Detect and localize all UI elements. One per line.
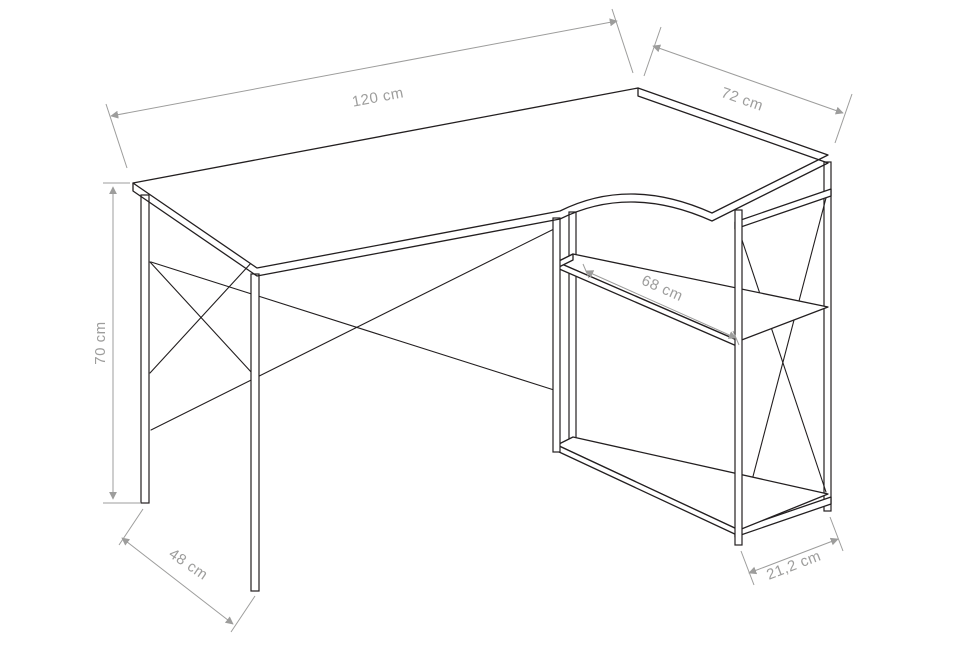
- dimension-left-depth: 48 cm: [118, 508, 256, 633]
- dimension-label-21-2cm: 21,2 cm: [764, 547, 823, 583]
- middle-shelf: [556, 253, 829, 348]
- dimension-label-70cm: 70 cm: [92, 321, 109, 364]
- dimension-height: 70 cm: [92, 182, 141, 504]
- back-cross-brace: [150, 228, 555, 431]
- shelf-inner-front-post: [552, 217, 561, 453]
- shelf-outer-back-post: [823, 161, 832, 512]
- dimension-label-72cm: 72 cm: [719, 84, 766, 114]
- back-left-leg: [140, 194, 150, 504]
- side-panel-brace-2: [739, 197, 827, 527]
- left-side-cross-brace: [149, 261, 253, 374]
- shelf-outer-front-post: [734, 209, 743, 546]
- front-left-leg: [250, 273, 260, 592]
- desktop-edge-thickness: [132, 87, 829, 277]
- dimension-label-120cm: 120 cm: [351, 84, 405, 110]
- desktop-surface: [132, 87, 829, 269]
- bottom-shelf: [556, 436, 829, 537]
- shelf-inner-back-post: [568, 211, 577, 447]
- desktop: [132, 87, 829, 277]
- shelf-side-panel: [734, 161, 832, 538]
- dimension-label-48cm: 48 cm: [166, 545, 211, 584]
